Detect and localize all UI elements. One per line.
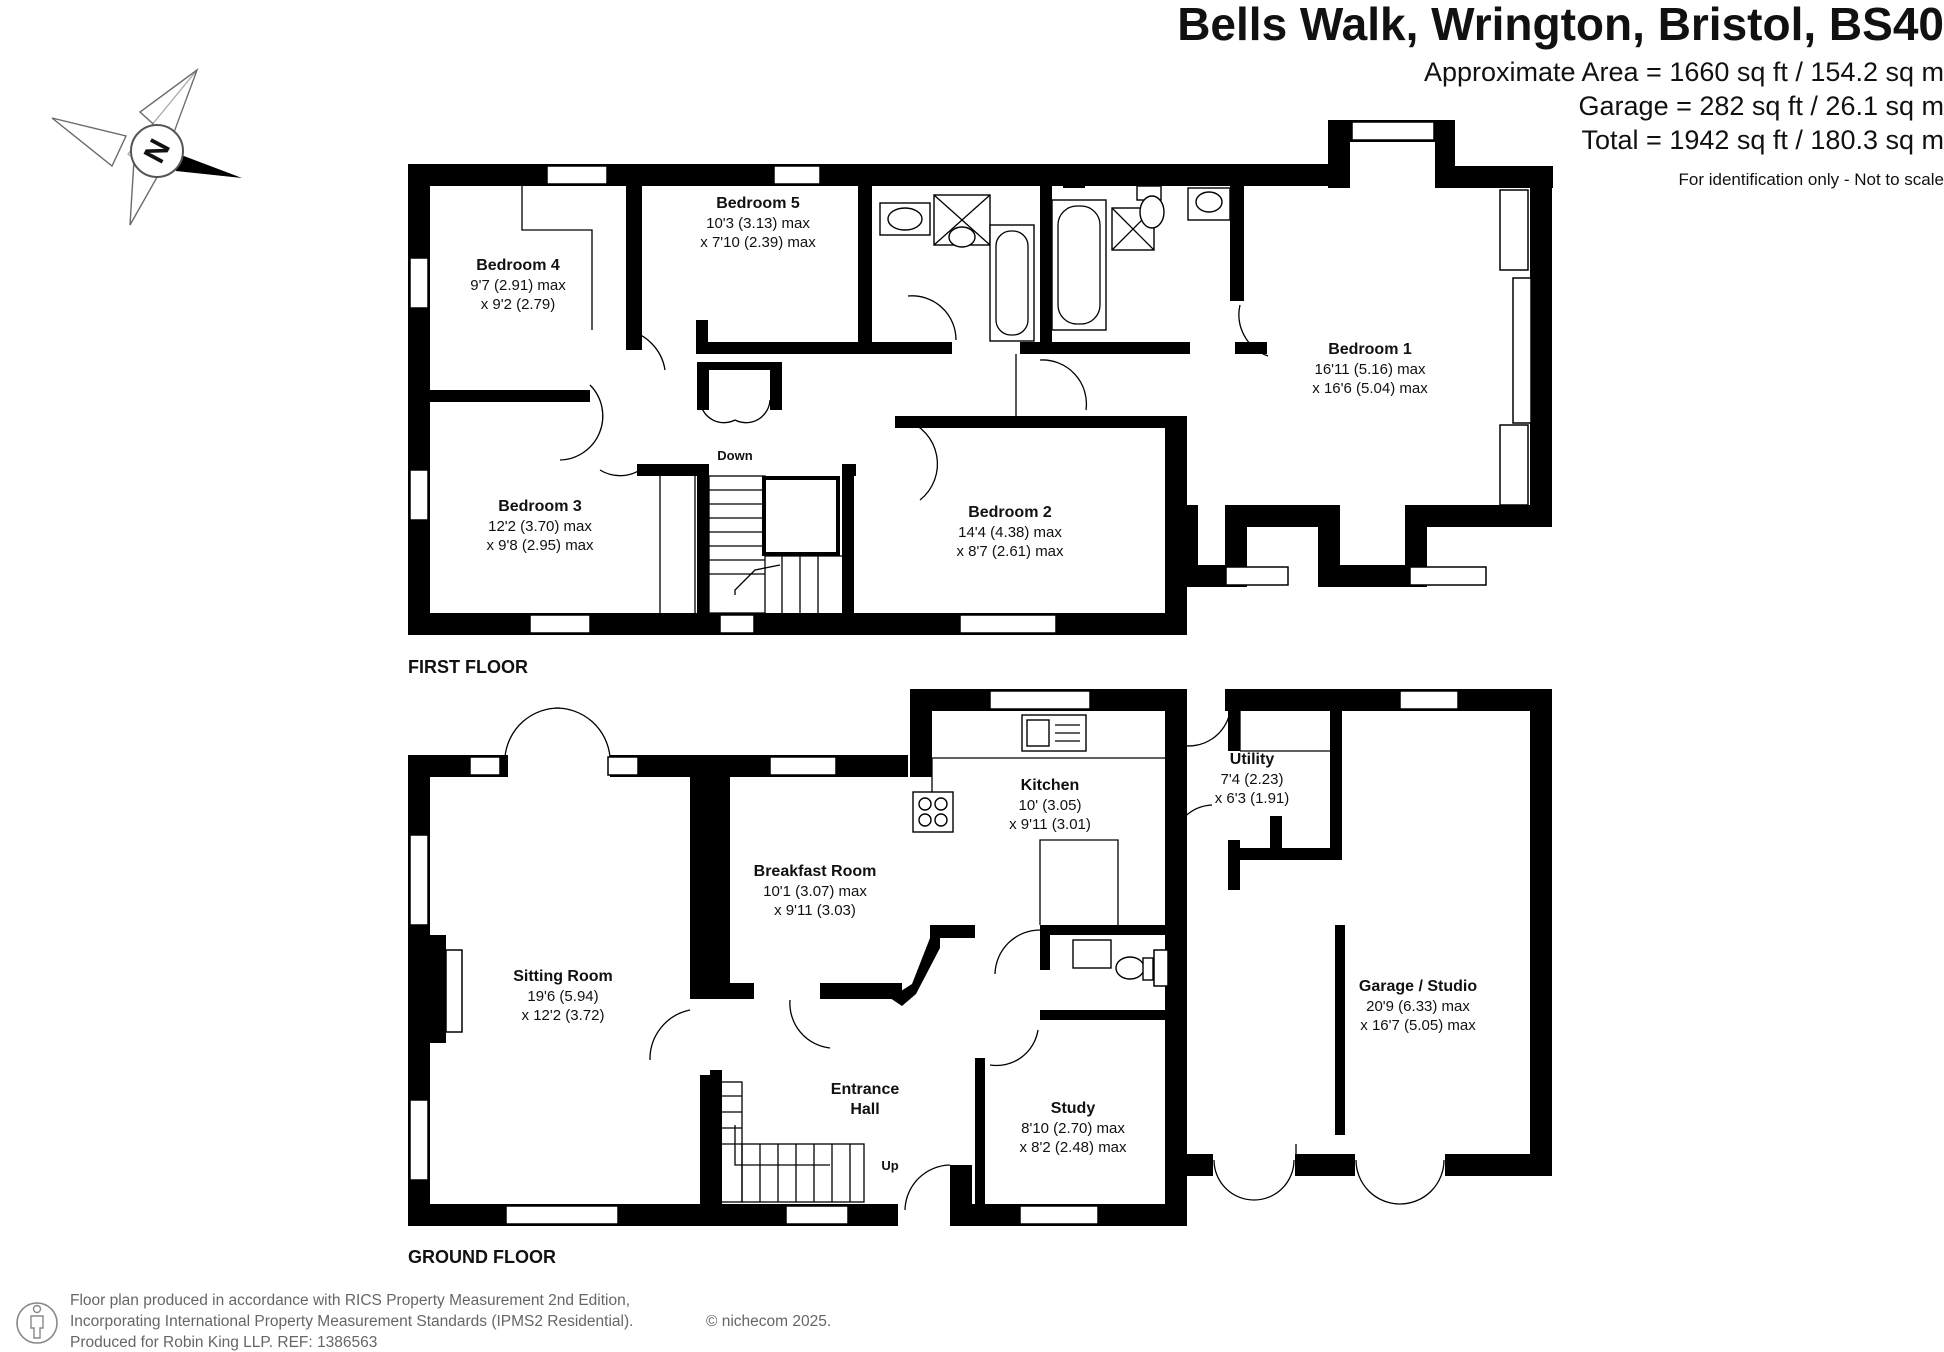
compass-rose-icon: N bbox=[51, 68, 242, 226]
sitting-room-label: Sitting Room 19'6 (5.94) x 12'2 (3.72) bbox=[513, 968, 613, 1024]
kitchen-label: Kitchen 10' (3.05) x 9'11 (3.01) bbox=[1009, 777, 1091, 833]
footer-line-1: Floor plan produced in accordance with R… bbox=[70, 1292, 630, 1309]
sitting-room-dims-1: 19'6 (5.94) bbox=[527, 988, 598, 1005]
garage-studio-label: Garage / Studio 20'9 (6.33) max x 16'7 (… bbox=[1359, 978, 1477, 1034]
footer-line-2: Incorporating International Property Mea… bbox=[70, 1313, 633, 1330]
bedroom-3-dims-2: x 9'8 (2.95) max bbox=[486, 537, 594, 554]
garage-studio-dims-1: 20'9 (6.33) max bbox=[1366, 998, 1470, 1015]
first-floor-stair-label: Down bbox=[717, 448, 752, 463]
garage-area: Garage = 282 sq ft / 26.1 sq m bbox=[1579, 91, 1944, 121]
study-label: Study 8'10 (2.70) max x 8'2 (2.48) max bbox=[1019, 1100, 1127, 1156]
kitchen-name: Kitchen bbox=[1021, 777, 1080, 794]
bedroom-3-label: Bedroom 3 12'2 (3.70) max x 9'8 (2.95) m… bbox=[486, 498, 594, 554]
first-floor-bathroom-fixtures bbox=[879, 185, 1231, 342]
utility-dims-2: x 6'3 (1.91) bbox=[1215, 790, 1290, 807]
bedroom-3-name: Bedroom 3 bbox=[498, 498, 582, 515]
study-name: Study bbox=[1051, 1100, 1096, 1117]
approximate-area: Approximate Area = 1660 sq ft / 154.2 sq… bbox=[1424, 57, 1944, 87]
first-floor-stairs: Down bbox=[708, 448, 842, 614]
property-address: Bells Walk, Wrington, Bristol, BS40 bbox=[1177, 0, 1944, 50]
utility-name: Utility bbox=[1230, 751, 1275, 768]
entrance-hall-label: Entrance Hall bbox=[831, 1081, 900, 1118]
bedroom-5-dims-1: 10'3 (3.13) max bbox=[706, 215, 810, 232]
footer-line-3: Produced for Robin King LLP. REF: 138656… bbox=[70, 1334, 377, 1351]
ground-floor-stairs: Up bbox=[709, 1081, 899, 1203]
kitchen-dims-2: x 9'11 (3.01) bbox=[1009, 816, 1091, 833]
breakfast-room-label: Breakfast Room 10'1 (3.07) max x 9'11 (3… bbox=[754, 863, 877, 919]
utility-dims-1: 7'4 (2.23) bbox=[1221, 771, 1284, 788]
ground-floor-stair-label: Up bbox=[881, 1158, 898, 1173]
garage-studio-dims-2: x 16'7 (5.05) max bbox=[1360, 1017, 1476, 1034]
utility-label: Utility 7'4 (2.23) x 6'3 (1.91) bbox=[1215, 751, 1290, 807]
entrance-hall-name-2: Hall bbox=[850, 1101, 879, 1118]
first-floor-label: FIRST FLOOR bbox=[408, 657, 528, 677]
bedroom-2-label: Bedroom 2 14'4 (4.38) max x 8'7 (2.61) m… bbox=[956, 504, 1064, 560]
garage-studio-name: Garage / Studio bbox=[1359, 978, 1477, 995]
sitting-room-name: Sitting Room bbox=[513, 968, 613, 985]
bedroom-4-label: Bedroom 4 9'7 (2.91) max x 9'2 (2.79) bbox=[470, 257, 566, 313]
breakfast-room-name: Breakfast Room bbox=[754, 863, 877, 880]
bedroom-5-dims-2: x 7'10 (2.39) max bbox=[700, 234, 816, 251]
first-floor-plan: Down bbox=[408, 120, 1553, 677]
bedroom-1-dims-1: 16'11 (5.16) max bbox=[1315, 361, 1426, 378]
breakfast-room-dims-2: x 9'11 (3.03) bbox=[774, 902, 856, 919]
bedroom-2-dims-1: 14'4 (4.38) max bbox=[958, 524, 1062, 541]
kitchen-dims-1: 10' (3.05) bbox=[1019, 797, 1082, 814]
bedroom-5-name: Bedroom 5 bbox=[716, 195, 800, 212]
bedroom-1-label: Bedroom 1 16'11 (5.16) max x 16'6 (5.04)… bbox=[1312, 341, 1428, 397]
identification-note: For identification only - Not to scale bbox=[1678, 170, 1944, 189]
breakfast-room-dims-1: 10'1 (3.07) max bbox=[763, 883, 867, 900]
bedroom-4-dims-1: 9'7 (2.91) max bbox=[470, 277, 566, 294]
ground-floor-label: GROUND FLOOR bbox=[408, 1247, 556, 1267]
ground-floor-plan: Up GROUND FLOOR Kitchen 10' (3.05) x 9'1… bbox=[408, 689, 1552, 1267]
bedroom-2-dims-2: x 8'7 (2.61) max bbox=[956, 543, 1064, 560]
bedroom-1-name: Bedroom 1 bbox=[1328, 341, 1412, 358]
person-logo-icon bbox=[16, 1302, 58, 1344]
header: Bells Walk, Wrington, Bristol, BS40 Appr… bbox=[1177, 0, 1944, 189]
sitting-room-dims-2: x 12'2 (3.72) bbox=[522, 1007, 605, 1024]
study-dims-1: 8'10 (2.70) max bbox=[1021, 1120, 1125, 1137]
bedroom-1-dims-2: x 16'6 (5.04) max bbox=[1312, 380, 1428, 397]
bedroom-5-label: Bedroom 5 10'3 (3.13) max x 7'10 (2.39) … bbox=[700, 195, 816, 251]
bedroom-3-dims-1: 12'2 (3.70) max bbox=[488, 518, 592, 535]
bedroom-4-dims-2: x 9'2 (2.79) bbox=[481, 296, 556, 313]
footer: Floor plan produced in accordance with R… bbox=[16, 1292, 831, 1351]
total-area: Total = 1942 sq ft / 180.3 sq m bbox=[1582, 125, 1944, 155]
copyright: © nichecom 2025. bbox=[706, 1313, 831, 1330]
bedroom-4-name: Bedroom 4 bbox=[476, 257, 560, 274]
bedroom-2-name: Bedroom 2 bbox=[968, 504, 1052, 521]
entrance-hall-name-1: Entrance bbox=[831, 1081, 900, 1098]
study-dims-2: x 8'2 (2.48) max bbox=[1019, 1139, 1127, 1156]
